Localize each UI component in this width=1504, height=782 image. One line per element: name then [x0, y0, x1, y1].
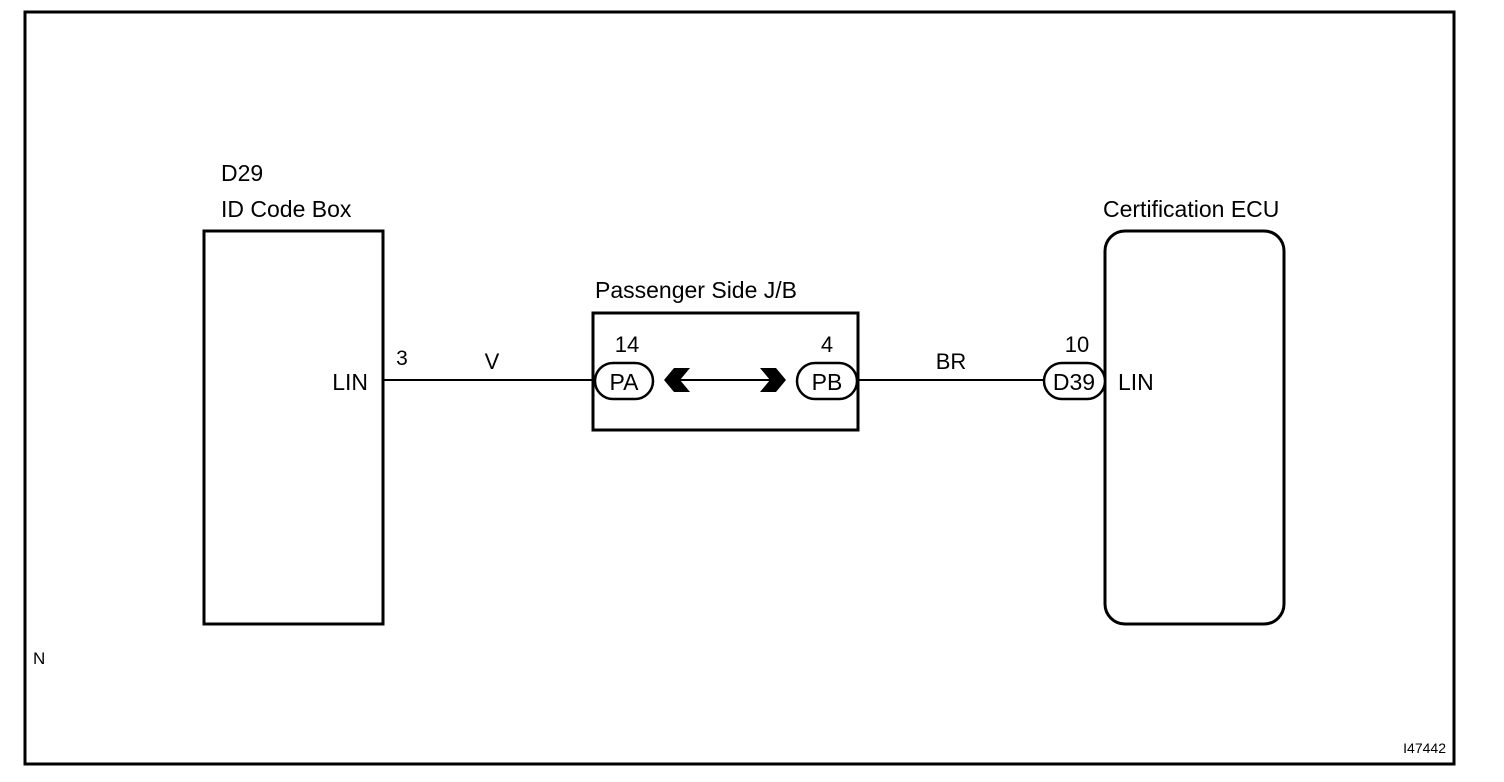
left-chevron-icon — [664, 368, 690, 392]
connector-pa-label: PA — [610, 369, 640, 395]
connector-pb-label: PB — [812, 369, 843, 395]
id-code-box-pin-label: LIN — [332, 369, 368, 395]
connector-pa — [593, 361, 655, 401]
right-chevron-icon — [760, 368, 786, 392]
jb-right-pin-number: 4 — [821, 332, 833, 357]
certification-ecu-pin-number: 10 — [1065, 332, 1089, 357]
certification-ecu-outline — [1103, 229, 1286, 626]
diagram-frame — [23, 10, 1456, 766]
wire-v-color-label: V — [485, 349, 500, 374]
connector-pb — [795, 361, 859, 401]
id-code-box-code: D29 — [221, 160, 263, 186]
jb-outline — [591, 311, 860, 432]
id-code-box-outline — [202, 229, 385, 626]
certification-ecu-pin-label: LIN — [1118, 369, 1154, 395]
id-code-box-pin-number: 3 — [396, 347, 408, 370]
id-code-box-name: ID Code Box — [221, 196, 352, 222]
corner-mark: N — [33, 649, 45, 668]
wire-br-color-label: BR — [936, 349, 967, 374]
certification-ecu: Certification ECU 10 D39 LIN — [1042, 196, 1286, 626]
connector-d39 — [1042, 361, 1107, 401]
id-code-box: D29 ID Code Box LIN 3 — [202, 160, 408, 626]
jb-name: Passenger Side J/B — [595, 277, 797, 303]
certification-ecu-name: Certification ECU — [1103, 196, 1279, 222]
jb-left-pin-number: 14 — [615, 332, 639, 357]
connector-d39-label: D39 — [1053, 369, 1095, 395]
passenger-side-jb: Passenger Side J/B 14 PA 4 PB — [591, 277, 860, 432]
figure-id: I47442 — [1403, 740, 1446, 756]
